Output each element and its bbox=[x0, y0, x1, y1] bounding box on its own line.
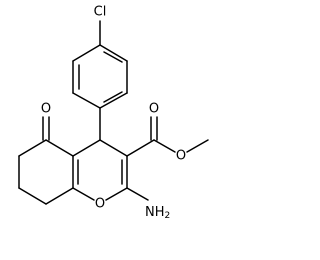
chlorine-label: Cl bbox=[94, 5, 107, 20]
ketone-oxygen-label: O bbox=[41, 102, 51, 117]
amino-subscript: 2 bbox=[165, 211, 171, 221]
bond-c4a-c5 bbox=[45, 139, 74, 157]
ester-group bbox=[126, 116, 209, 157]
bond-o1-c8a bbox=[72, 187, 95, 201]
bond-ar-6 bbox=[99, 44, 128, 62]
bond-ar-4 bbox=[99, 92, 128, 109]
bond-ar-3 bbox=[72, 92, 101, 109]
cyclohexanone-ring bbox=[18, 139, 74, 205]
bond-ar-inner-3 bbox=[103, 51, 123, 63]
bond-ar-inner-2 bbox=[103, 91, 123, 103]
bond-c5-c6 bbox=[18, 139, 47, 157]
bond-c4-c3 bbox=[99, 139, 128, 157]
ester-carbonyl-oxygen-label: O bbox=[149, 102, 159, 117]
bond-c2-o1 bbox=[105, 187, 128, 201]
bond-ar-1 bbox=[72, 44, 101, 62]
ester-ether-oxygen-label: O bbox=[176, 149, 186, 164]
pyran-ring bbox=[72, 139, 128, 201]
bond-c4a-c4 bbox=[72, 139, 101, 157]
bond-c7-c8 bbox=[18, 187, 47, 205]
molecule-structure: Cl O O O O NH2 bbox=[18, 5, 209, 222]
amino-label: NH2 bbox=[145, 205, 170, 222]
bond-c3-cester bbox=[126, 139, 155, 157]
bond-o-methyl bbox=[186, 139, 209, 153]
amino-nh-text: NH bbox=[145, 205, 165, 220]
ring-oxygen-label: O bbox=[95, 197, 105, 212]
bond-c8-c8a bbox=[45, 187, 74, 205]
bond-c2-n bbox=[126, 187, 149, 201]
bond-cester-o bbox=[153, 139, 176, 153]
chlorophenyl-ring bbox=[72, 20, 128, 109]
